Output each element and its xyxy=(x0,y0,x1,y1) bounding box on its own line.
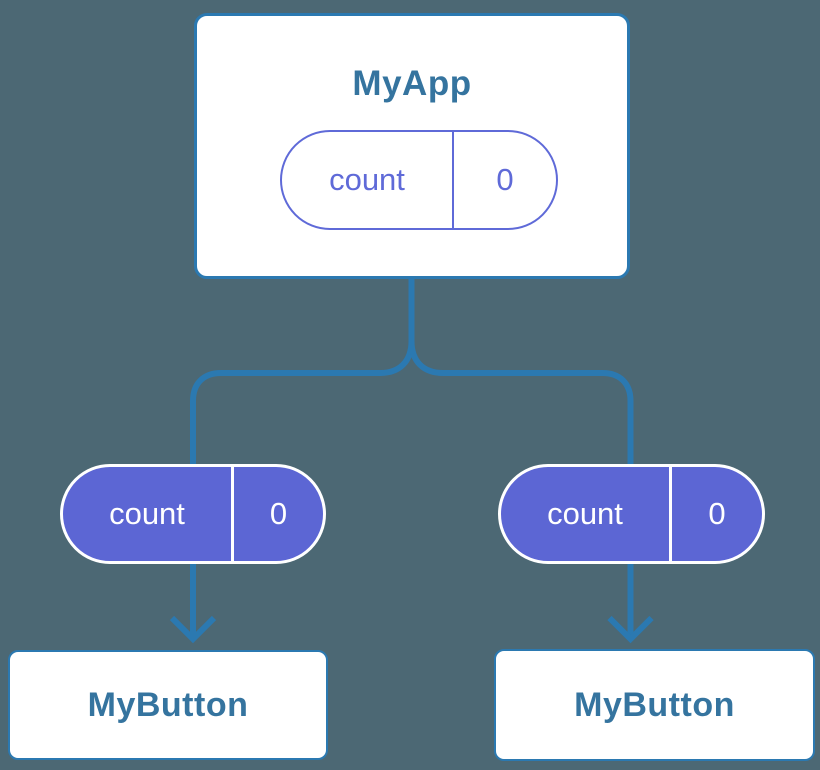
mybutton-title: MyButton xyxy=(87,685,249,724)
state-name-label: count xyxy=(282,132,454,228)
prop-name-label: count xyxy=(501,467,672,561)
root-state-pill: count 0 xyxy=(280,130,558,230)
down-arrowhead-right-icon xyxy=(607,615,654,644)
myapp-title: MyApp xyxy=(352,64,472,103)
mybutton-title: MyButton xyxy=(574,685,735,724)
left-prop-pill: count 0 xyxy=(60,464,326,564)
mybutton-component-card-right: MyButton xyxy=(494,649,815,761)
state-value: 0 xyxy=(496,162,514,197)
prop-name-label: count xyxy=(63,467,234,561)
connector-right-branch xyxy=(408,277,634,636)
down-arrowhead-left-icon xyxy=(169,615,217,644)
connector-left-branch xyxy=(190,277,415,636)
prop-value: 0 xyxy=(708,496,726,531)
mybutton-component-card-left: MyButton xyxy=(8,650,328,760)
prop-value: 0 xyxy=(269,496,288,531)
right-prop-pill: count 0 xyxy=(498,464,765,564)
